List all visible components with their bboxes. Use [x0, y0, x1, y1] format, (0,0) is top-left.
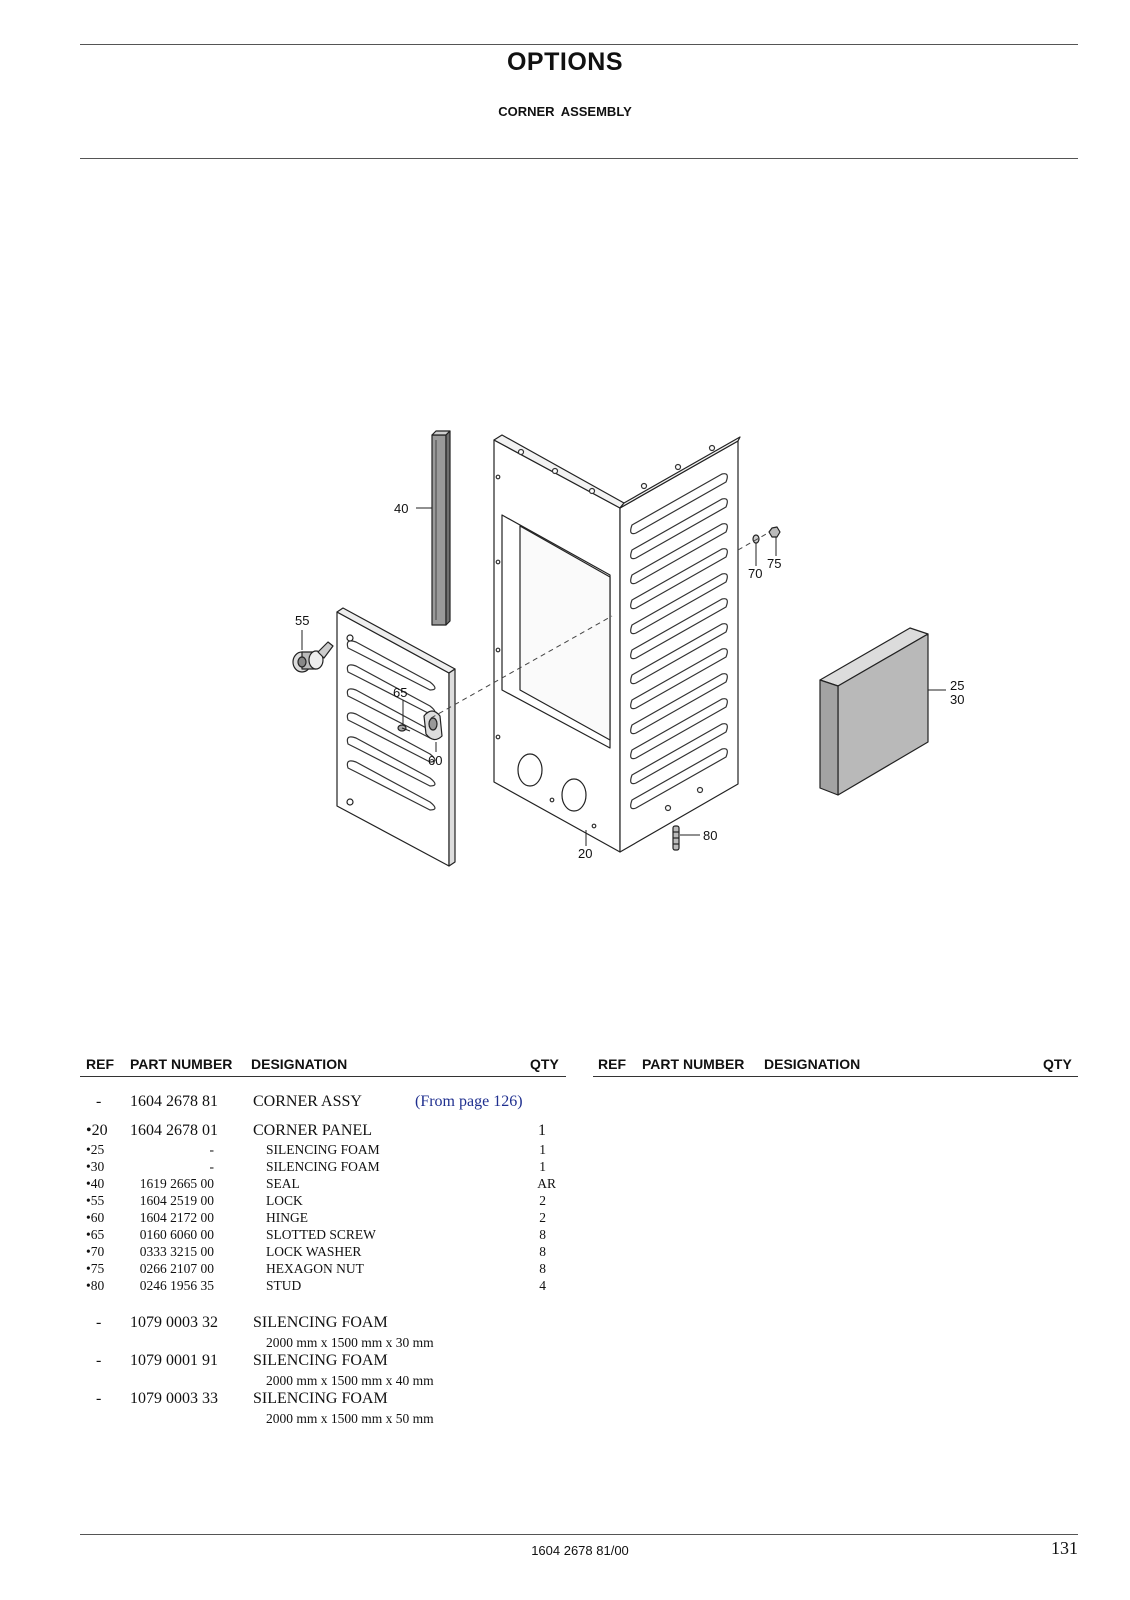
part-designation: LOCK — [266, 1193, 303, 1208]
header-qty: QTY — [1043, 1056, 1072, 1072]
part-ref: •20 — [86, 1122, 108, 1139]
part-number: - — [209, 1159, 215, 1174]
part-ref: •80 — [86, 1278, 105, 1293]
part-designation: HINGE — [266, 1210, 308, 1225]
page-number: 131 — [1051, 1538, 1078, 1558]
part-ref: - — [96, 1390, 102, 1407]
part-number: - — [209, 1142, 215, 1157]
callout-55: 55 — [295, 613, 309, 628]
hinge-part — [423, 710, 443, 741]
part-number: 1604 2519 00 — [139, 1193, 214, 1208]
callout-25: 25 — [950, 678, 964, 693]
header-ref: REF — [598, 1056, 626, 1072]
header-designation: DESIGNATION — [251, 1056, 348, 1072]
part-designation: SILENCING FOAM — [253, 1390, 388, 1407]
lock-part — [292, 641, 334, 673]
part-ref: •25 — [86, 1142, 105, 1157]
part-number: 0246 1956 35 — [139, 1278, 214, 1293]
part-designation: SILENCING FOAM — [253, 1314, 388, 1331]
screw-part — [397, 724, 411, 732]
header-ref: REF — [86, 1056, 114, 1072]
part-qty: 1 — [538, 1122, 546, 1139]
table-header-rule-left — [80, 1076, 566, 1077]
callout-70: 70 — [748, 566, 762, 581]
header-part-number: PART NUMBER — [642, 1056, 745, 1072]
document-code: 1604 2678 81/00 — [531, 1543, 629, 1558]
header-bottom-rule — [80, 158, 1078, 159]
header-part-number: PART NUMBER — [130, 1056, 233, 1072]
part-number: 0160 6060 00 — [139, 1227, 214, 1242]
exploded-view-diagram: 40 55 65 60 70 75 25 30 80 20 — [292, 430, 964, 867]
part-ref: •70 — [86, 1244, 105, 1259]
door-panel-part — [336, 607, 456, 867]
stud-part — [672, 825, 680, 851]
hexagon-nut-part — [768, 526, 781, 538]
part-ref: - — [96, 1314, 102, 1331]
part-ref: •55 — [86, 1193, 105, 1208]
callout-80: 80 — [703, 828, 717, 843]
part-number: 0266 2107 00 — [139, 1261, 214, 1276]
part-number: 0333 3215 00 — [139, 1244, 214, 1259]
part-ref: •40 — [86, 1176, 105, 1191]
part-qty: 8 — [539, 1244, 546, 1259]
part-qty: 2 — [539, 1210, 546, 1225]
part-qty: AR — [537, 1176, 556, 1191]
part-designation: SLOTTED SCREW — [266, 1227, 376, 1242]
part-ref: •75 — [86, 1261, 105, 1276]
part-ref: •65 — [86, 1227, 105, 1242]
part-ref: - — [96, 1352, 102, 1369]
table-header-rule-right — [593, 1076, 1078, 1077]
part-number: 1079 0003 33 — [130, 1390, 218, 1407]
page-subtitle: CORNER ASSEMBLY — [498, 104, 632, 119]
part-qty: 8 — [539, 1261, 546, 1276]
part-number: 1604 2678 81 — [130, 1093, 218, 1110]
part-designation: LOCK WASHER — [266, 1244, 362, 1259]
part-designation: STUD — [266, 1278, 302, 1293]
part-dimensions: 2000 mm x 1500 mm x 40 mm — [266, 1373, 434, 1388]
header-designation: DESIGNATION — [764, 1056, 861, 1072]
part-designation: CORNER PANEL — [253, 1122, 372, 1139]
silencing-foam-part — [819, 627, 929, 796]
part-qty: 1 — [539, 1142, 546, 1157]
part-designation: SILENCING FOAM — [253, 1352, 388, 1369]
seal-part — [431, 430, 451, 626]
callout-75: 75 — [767, 556, 781, 571]
part-qty: 1 — [539, 1159, 546, 1174]
callout-30: 30 — [950, 692, 964, 707]
part-ref: - — [96, 1093, 102, 1110]
top-rule — [80, 44, 1078, 45]
page-title: OPTIONS — [506, 48, 623, 76]
part-designation: SILENCING FOAM — [266, 1142, 380, 1157]
part-designation: SILENCING FOAM — [266, 1159, 380, 1174]
part-ref: •60 — [86, 1210, 105, 1225]
corner-panel-part — [493, 434, 741, 853]
from-page-note: (From page 126) — [415, 1093, 523, 1110]
part-dimensions: 2000 mm x 1500 mm x 30 mm — [266, 1335, 434, 1350]
part-number: 1619 2665 00 — [139, 1176, 214, 1191]
part-number: 1604 2678 01 — [130, 1122, 218, 1139]
part-designation: SEAL — [266, 1176, 300, 1191]
part-number: 1604 2172 00 — [139, 1210, 214, 1225]
part-number: 1079 0001 91 — [130, 1352, 218, 1369]
part-qty: 2 — [539, 1193, 546, 1208]
callout-20: 20 — [578, 846, 592, 861]
part-dimensions: 2000 mm x 1500 mm x 50 mm — [266, 1411, 434, 1426]
callout-60: 60 — [428, 753, 442, 768]
part-designation: CORNER ASSY — [253, 1093, 362, 1110]
part-designation: HEXAGON NUT — [266, 1261, 364, 1276]
callout-65: 65 — [393, 685, 407, 700]
callout-40: 40 — [394, 501, 408, 516]
part-ref: •30 — [86, 1159, 105, 1174]
part-qty: 8 — [539, 1227, 546, 1242]
part-number: 1079 0003 32 — [130, 1314, 218, 1331]
footer-rule — [80, 1534, 1078, 1535]
header-qty: QTY — [530, 1056, 559, 1072]
part-qty: 4 — [539, 1278, 546, 1293]
